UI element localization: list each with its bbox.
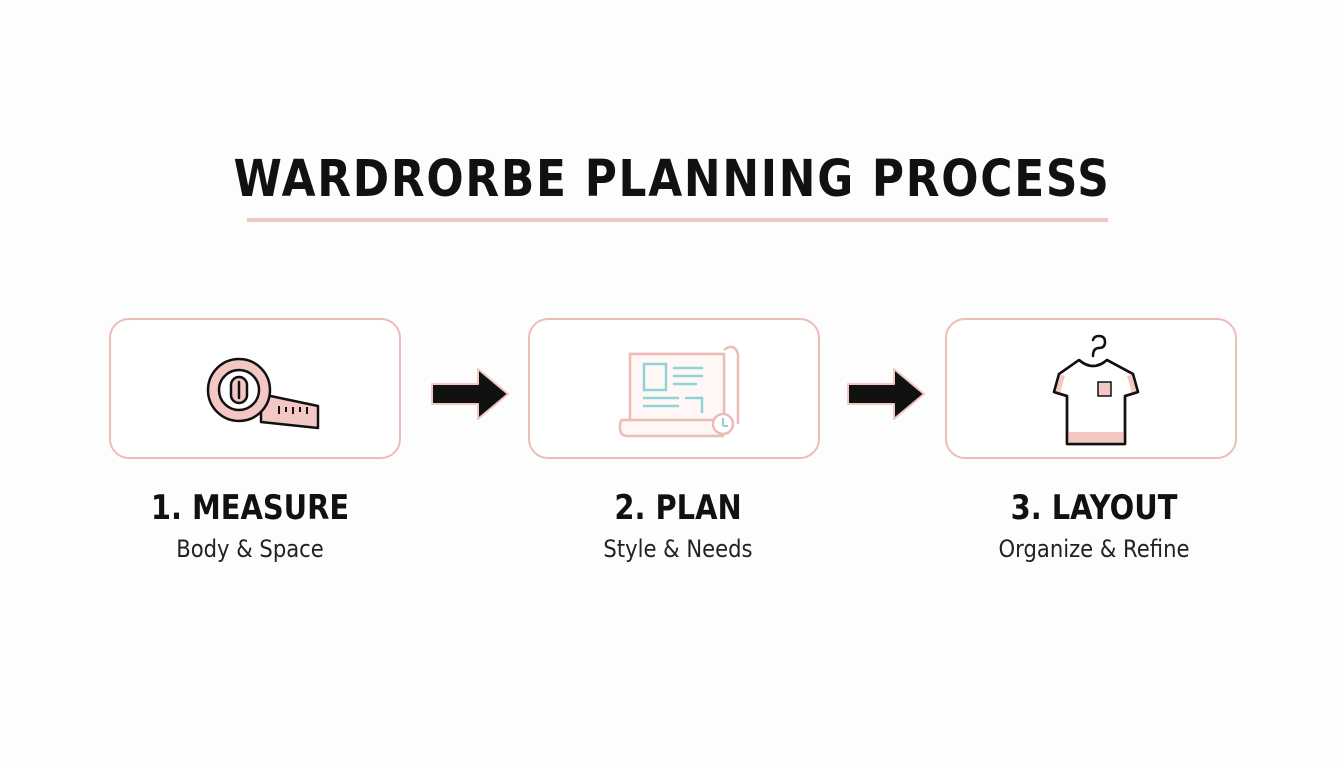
step-1-title: 1. MEASURE — [150, 488, 350, 528]
measuring-tape-icon — [206, 357, 320, 430]
step-1-label: 1. MEASURE Body & Space — [80, 486, 420, 566]
step-2-card — [528, 318, 820, 459]
arrow-right-icon — [847, 368, 925, 420]
step-2-subtitle: Style & Needs — [603, 535, 753, 563]
title-underline — [247, 218, 1108, 222]
step-1-card — [109, 318, 401, 459]
step-3-title: 3. LAYOUT — [1010, 488, 1178, 528]
blueprint-icon — [618, 345, 740, 438]
shirt-on-hanger-icon — [1052, 334, 1140, 446]
step-3-label: 3. LAYOUT Organize & Refine — [924, 486, 1264, 566]
step-2-title: 2. PLAN — [614, 488, 742, 528]
arrow-right-icon — [431, 368, 509, 420]
step-2-label: 2. PLAN Style & Needs — [508, 486, 848, 566]
step-3-subtitle: Organize & Refine — [998, 535, 1190, 563]
step-1-subtitle: Body & Space — [176, 535, 324, 563]
diagram-title: WARDRORBE PLANNING PROCESS — [233, 150, 1111, 209]
step-3-card — [945, 318, 1237, 459]
